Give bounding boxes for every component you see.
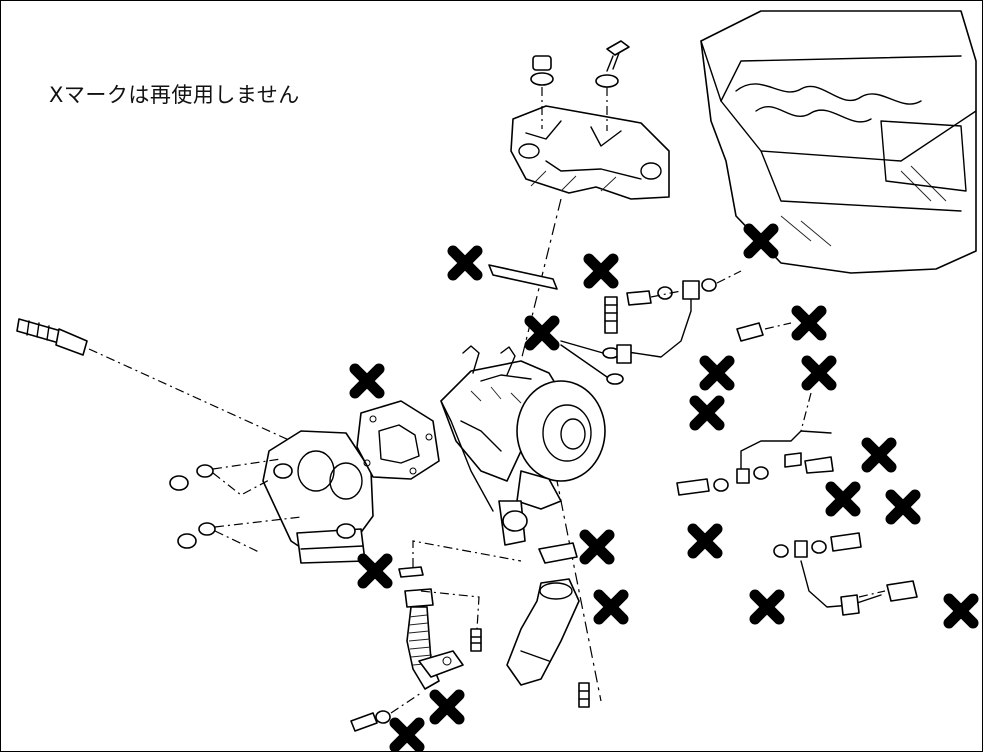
exhaust-manifold bbox=[510, 105, 670, 200]
mark-water-pipe-bolt bbox=[689, 395, 725, 431]
cylinder-head bbox=[700, 10, 977, 274]
exhaust-gasket bbox=[488, 264, 558, 290]
mark-washer-lower bbox=[687, 523, 723, 559]
mark-lower-pipe-end bbox=[749, 589, 785, 625]
outlet-gasket bbox=[356, 400, 440, 480]
mark-bolt-far-right bbox=[943, 593, 979, 629]
mark-outlet-gasket bbox=[349, 363, 385, 399]
turbo-stud bbox=[560, 296, 624, 385]
lower-water-pipe bbox=[773, 532, 918, 616]
mark-drain-gasket bbox=[357, 553, 393, 589]
mark-water-hose bbox=[801, 355, 837, 391]
mark-exhaust-gasket bbox=[447, 245, 483, 281]
manifold-fasteners bbox=[530, 40, 630, 131]
oil-feed-pipe bbox=[616, 270, 792, 364]
mark-pipe-elbow bbox=[699, 355, 735, 391]
mark-union-bolt-right bbox=[885, 489, 921, 525]
mark-oil-pipe-washers-upper bbox=[743, 223, 779, 259]
oil-drain-pipe bbox=[350, 540, 522, 732]
mark-oil-gasket bbox=[579, 529, 615, 565]
mark-union-bolt-top bbox=[583, 253, 619, 289]
oxygen-sensor bbox=[16, 318, 292, 442]
mark-pipe-bolt-right bbox=[791, 305, 827, 341]
mark-stud-gaskets bbox=[524, 315, 560, 351]
mark-water-union bbox=[861, 437, 897, 473]
water-pipe bbox=[676, 392, 834, 496]
turbocharger bbox=[440, 345, 606, 546]
reuse-note: Xマークは再使用しません bbox=[49, 83, 300, 107]
turbine-outlet-elbow bbox=[262, 430, 374, 564]
mark-drain-washer bbox=[389, 717, 425, 751]
mark-elbow-gasket bbox=[593, 589, 629, 625]
turbine-elbow bbox=[506, 542, 590, 708]
mark-drain-flange bbox=[429, 689, 465, 725]
outlet-fasteners bbox=[169, 458, 302, 554]
x-marks-layer bbox=[349, 223, 979, 751]
mark-washer-pair bbox=[825, 481, 861, 517]
